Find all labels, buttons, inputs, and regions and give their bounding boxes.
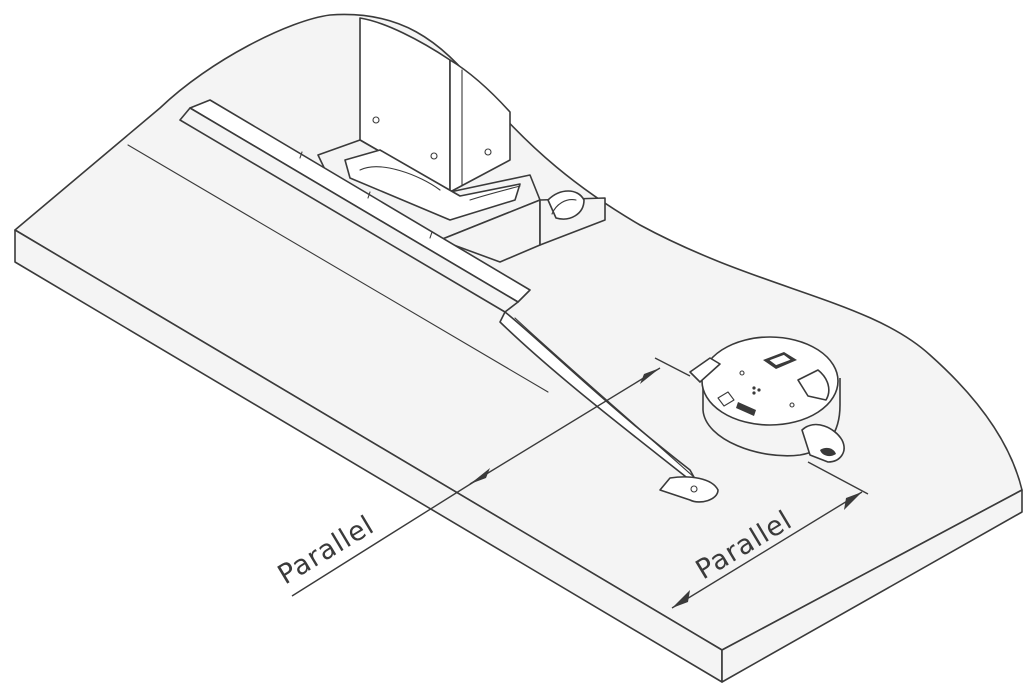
arrowhead-right-start bbox=[844, 492, 862, 510]
cable-tray bbox=[179, 99, 719, 503]
table-top bbox=[14, 13, 1023, 683]
arrowhead-left-start bbox=[640, 368, 660, 384]
arrowhead-right-end bbox=[672, 590, 690, 608]
arrowhead-left-end bbox=[470, 468, 490, 484]
desk-leg bbox=[317, 17, 606, 263]
control-puck bbox=[689, 336, 845, 463]
